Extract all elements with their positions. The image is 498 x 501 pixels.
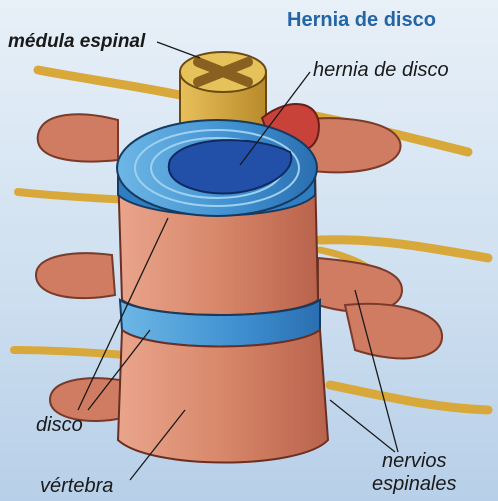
label-spinal-nerves: nervios espinales — [372, 450, 457, 496]
vertebra-lower — [118, 330, 328, 463]
nerve-left-low — [14, 350, 125, 355]
label-spinal-nerves-line1: nervios — [372, 450, 457, 473]
nerve-left-top — [38, 70, 180, 95]
nerve-left-mid — [18, 192, 130, 200]
leader-nerves-a — [330, 400, 395, 452]
label-spinal-nerves-line2: espinales — [372, 473, 457, 496]
label-vertebra: vértebra — [40, 474, 113, 498]
nerve-right-low — [330, 385, 488, 410]
diagram-title: Hernia de disco — [287, 8, 436, 32]
label-spinal-cord: médula espinal — [8, 30, 145, 54]
label-disc: disco — [36, 413, 83, 437]
leader-spinal-cord — [157, 42, 200, 58]
disc-top — [117, 120, 317, 216]
label-herniated-disc: hernia de disco — [313, 58, 449, 82]
